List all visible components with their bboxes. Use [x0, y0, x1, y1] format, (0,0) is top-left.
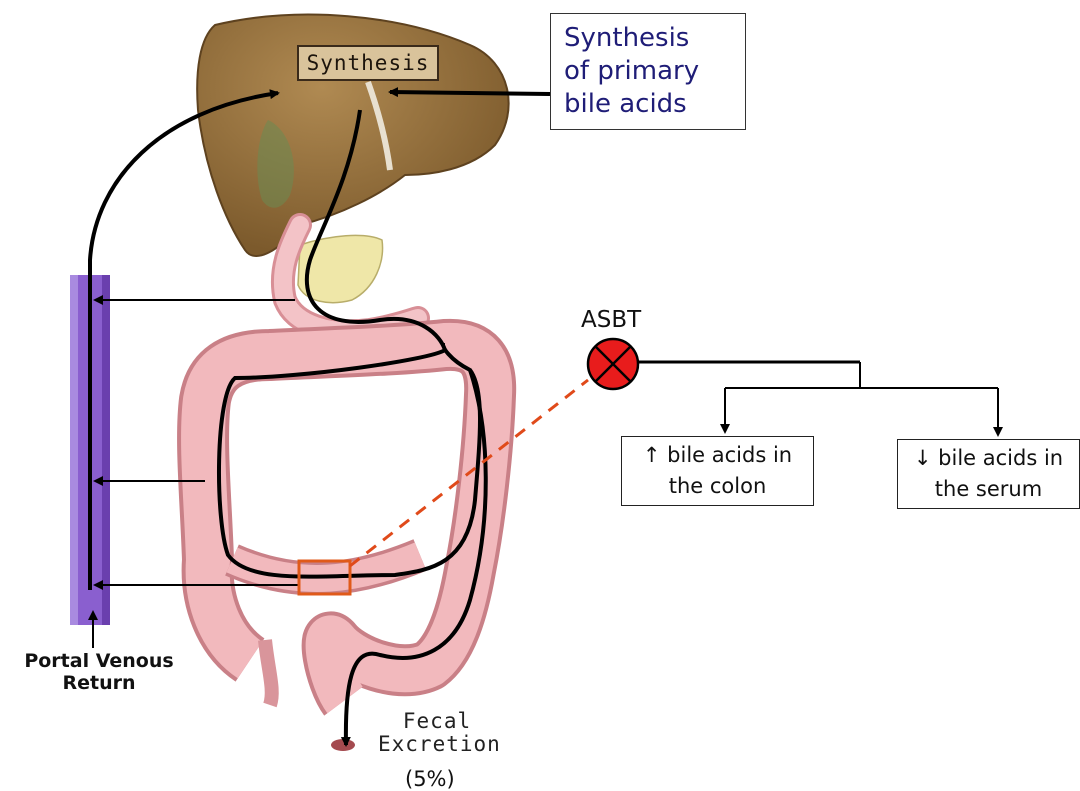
serum-result-line-1: ↓ bile acids in	[898, 443, 1079, 474]
callout-line-3: bile acids	[564, 88, 735, 121]
asbt-label: ASBT	[581, 307, 641, 333]
callout-arrow	[390, 92, 550, 94]
fecal-label-line-2: Excretion	[378, 733, 496, 756]
serum-result-line-2: the serum	[898, 474, 1079, 505]
colon-result-line-1: ↑ bile acids in	[622, 440, 813, 471]
portal-venous-return-label: Portal Venous Return	[12, 650, 186, 694]
colon	[203, 345, 490, 705]
asbt-inhibitor-icon	[588, 339, 638, 389]
liver-synthesis-label: Synthesis	[297, 45, 439, 81]
portal-label-line-2: Return	[12, 672, 186, 694]
synthesis-callout: Synthesis of primary bile acids	[550, 13, 746, 130]
rectum-outlet	[331, 739, 355, 751]
fecal-label-line-1: Fecal	[378, 710, 496, 733]
serum-result-box: ↓ bile acids in the serum	[897, 439, 1080, 509]
fecal-excretion-label: Fecal Excretion	[378, 710, 496, 756]
asbt-branch-lines	[638, 362, 998, 435]
callout-line-2: of primary	[564, 55, 735, 88]
pancreas	[298, 235, 383, 302]
callout-line-1: Synthesis	[564, 22, 735, 55]
colon-result-box: ↑ bile acids in the colon	[621, 436, 814, 506]
fecal-excretion-percent: (5%)	[405, 767, 455, 791]
portal-label-line-1: Portal Venous	[12, 650, 186, 672]
colon-result-line-2: the colon	[622, 471, 813, 502]
